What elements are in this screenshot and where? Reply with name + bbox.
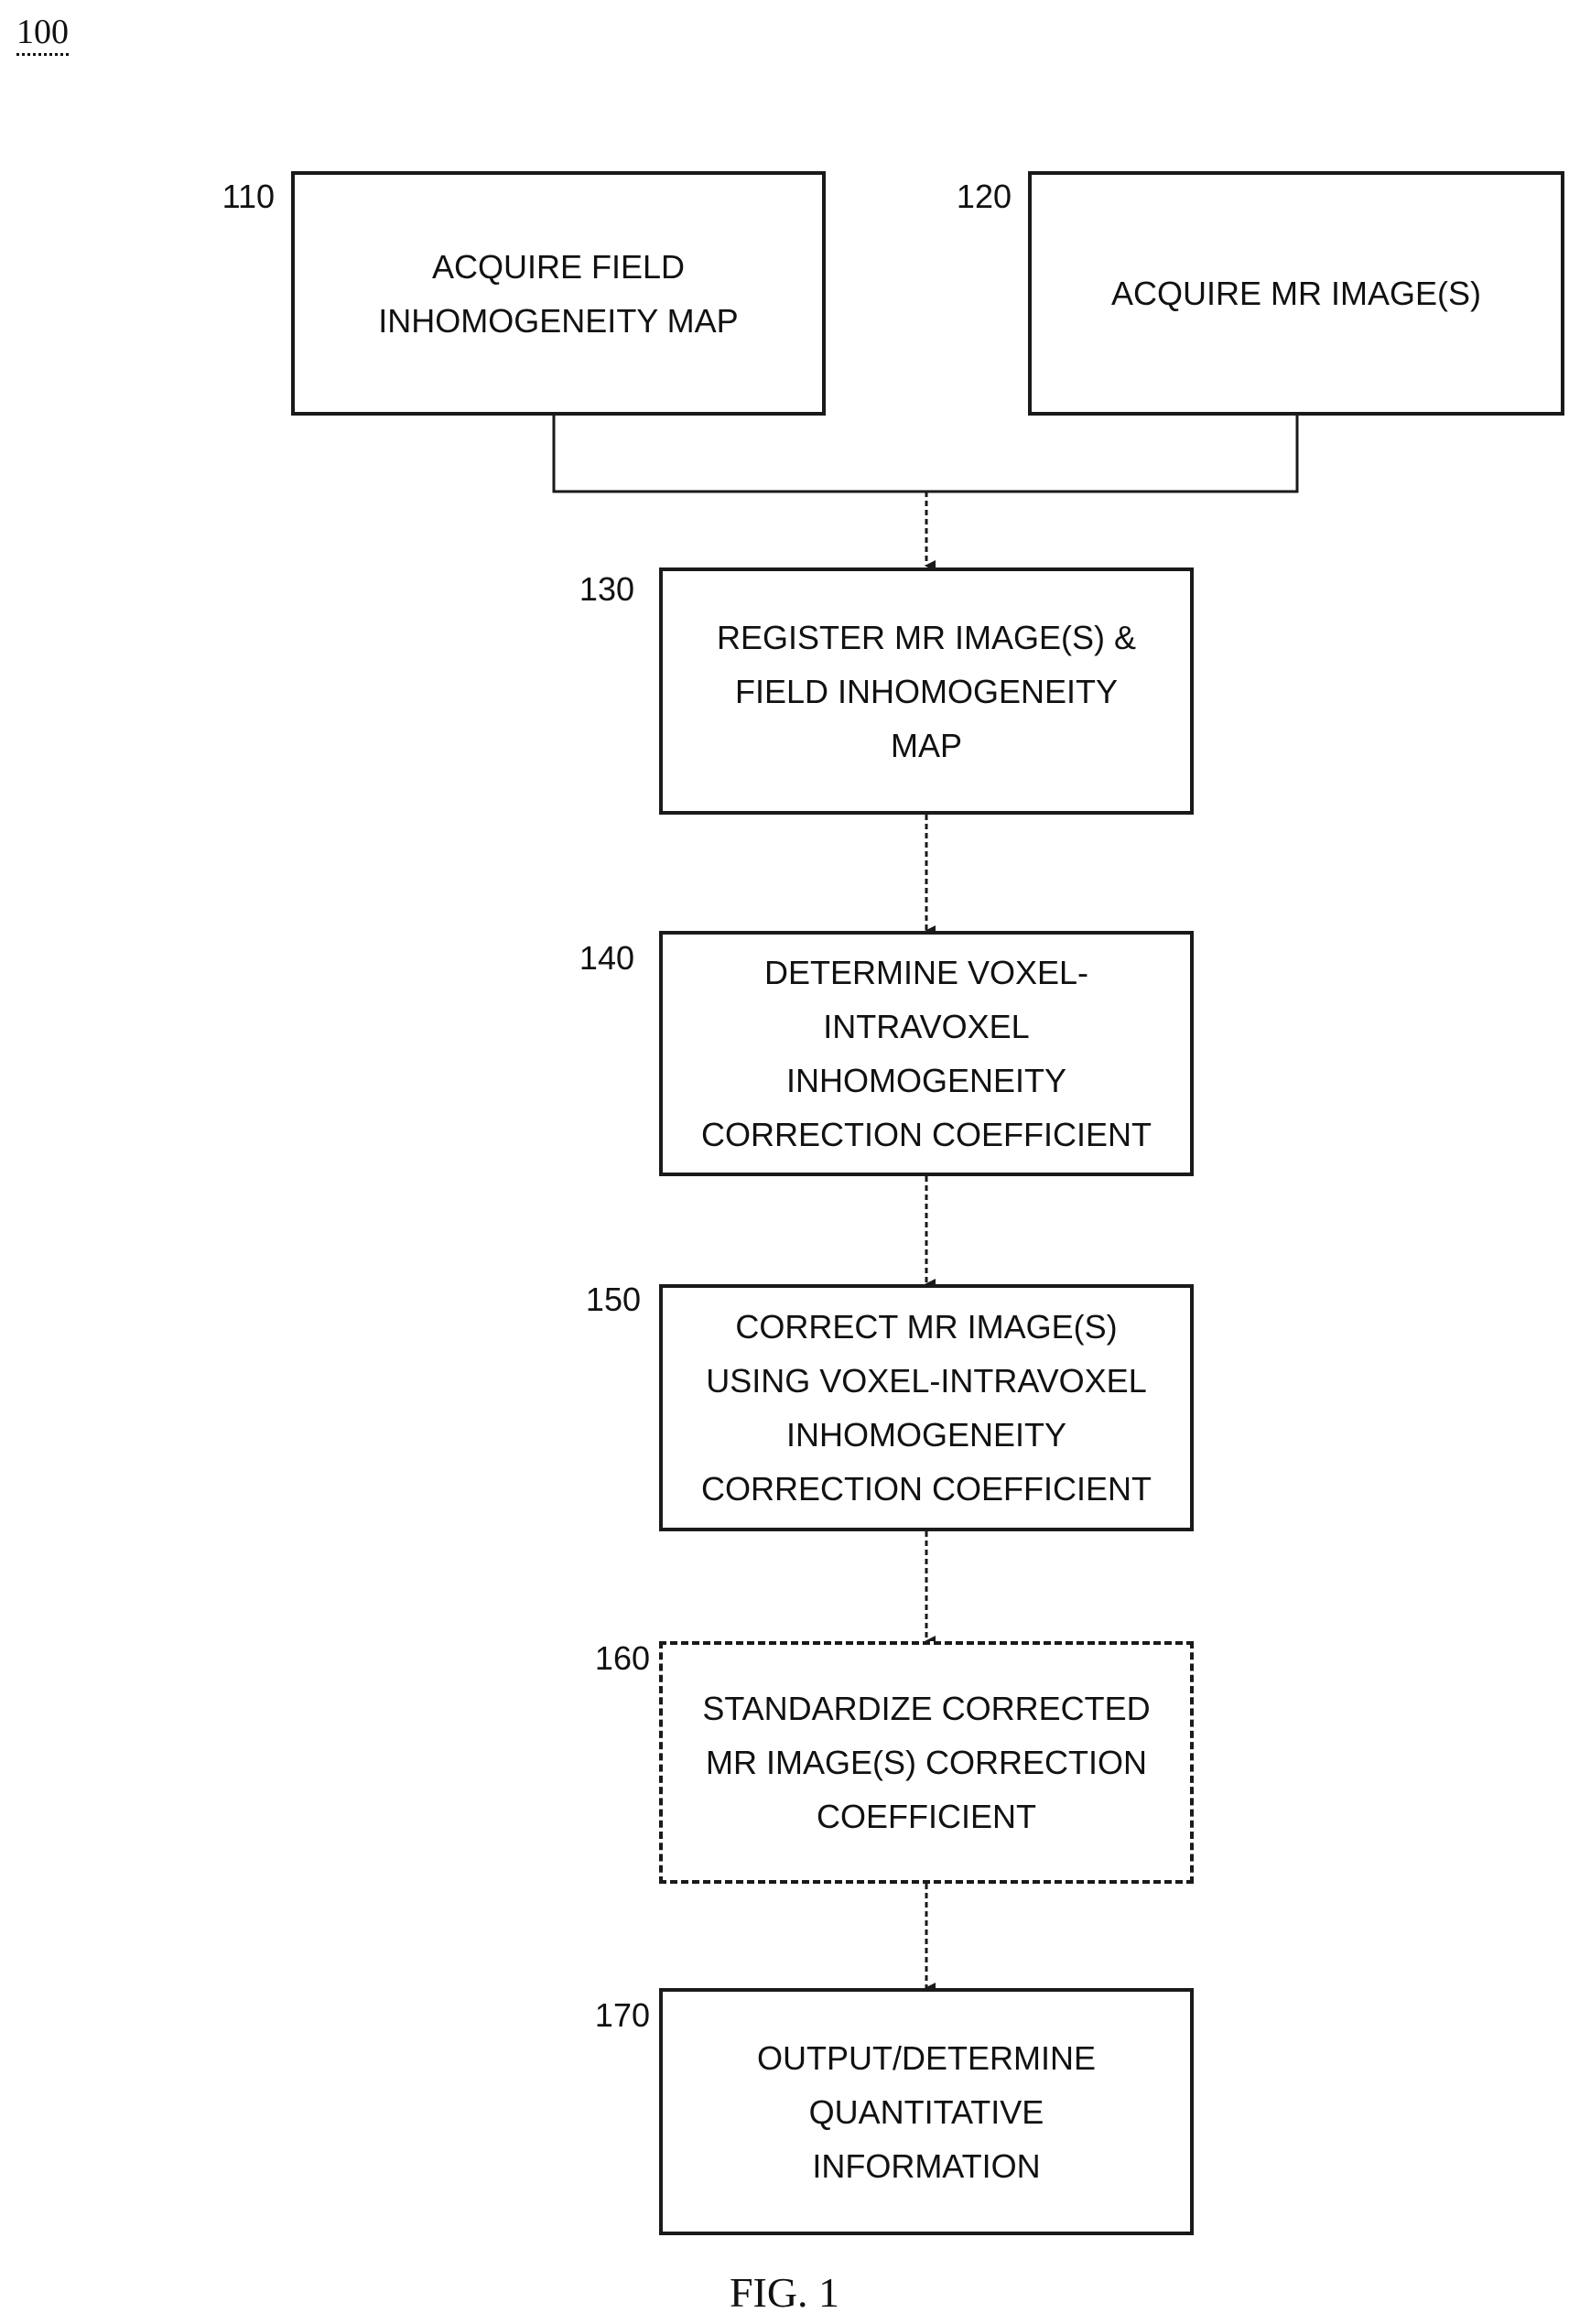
step-box-correct-images: CORRECT MR IMAGE(S) USING VOXEL-INTRAVOX…: [659, 1284, 1194, 1531]
step-box-register: REGISTER MR IMAGE(S) & FIELD INHOMOGENEI…: [659, 567, 1194, 815]
step-text-150: CORRECT MR IMAGE(S) USING VOXEL-INTRAVOX…: [694, 1300, 1159, 1516]
step-text-170: OUTPUT/DETERMINE QUANTITATIVE INFORMATIO…: [750, 2031, 1103, 2193]
step-label-150: 150: [540, 1280, 641, 1320]
step-box-output: OUTPUT/DETERMINE QUANTITATIVE INFORMATIO…: [659, 1988, 1194, 2235]
step-box-acquire-field-map: ACQUIRE FIELD INHOMOGENEITY MAP: [291, 171, 826, 416]
connector-120-merge: [926, 414, 1297, 492]
step-text-120: ACQUIRE MR IMAGE(S): [1104, 266, 1488, 320]
step-label-120: 120: [911, 177, 1012, 217]
step-label-140: 140: [534, 938, 634, 978]
step-label-160: 160: [549, 1638, 650, 1679]
step-box-standardize-optional: STANDARDIZE CORRECTED MR IMAGE(S) CORREC…: [659, 1641, 1194, 1884]
step-text-130: REGISTER MR IMAGE(S) & FIELD INHOMOGENEI…: [709, 611, 1143, 773]
step-label-170: 170: [549, 1995, 650, 2036]
step-label-110: 110: [174, 177, 275, 217]
connector-110-merge: [554, 414, 926, 492]
step-text-140: DETERMINE VOXEL- INTRAVOXEL INHOMOGENEIT…: [694, 946, 1159, 1162]
step-box-determine-coefficient: DETERMINE VOXEL- INTRAVOXEL INHOMOGENEIT…: [659, 931, 1194, 1176]
step-box-acquire-mr-images: ACQUIRE MR IMAGE(S): [1028, 171, 1564, 416]
figure-caption: FIG. 1: [0, 2268, 1569, 2318]
step-label-130: 130: [534, 569, 634, 610]
step-text-160: STANDARDIZE CORRECTED MR IMAGE(S) CORREC…: [695, 1681, 1157, 1843]
step-text-110: ACQUIRE FIELD INHOMOGENEITY MAP: [371, 240, 745, 348]
